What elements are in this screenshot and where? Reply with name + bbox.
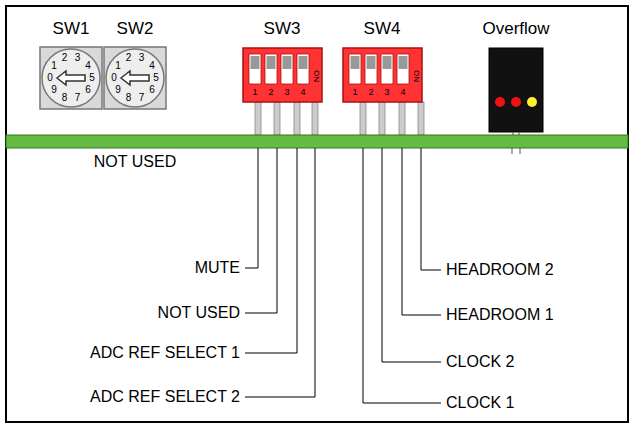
frame (6, 6, 628, 422)
switch-function: ADC REF SELECT 1 (90, 345, 240, 361)
rotary-switch (40, 47, 102, 109)
led-name: Overflow (482, 20, 549, 37)
dial-digit: 0 (47, 73, 53, 83)
overflow-led-block (489, 48, 543, 154)
switch-name: SW3 (264, 20, 301, 37)
dip-switch (343, 48, 422, 102)
dial-digit: 4 (149, 61, 155, 71)
dip-on-mark: ON (412, 70, 420, 82)
switch-function: CLOCK 1 (446, 395, 514, 411)
dip-number: 4 (400, 88, 405, 97)
dial-digit: 2 (126, 53, 132, 63)
dip-number: 2 (268, 88, 273, 97)
dip-number: 3 (284, 88, 289, 97)
dial-digit: 2 (62, 53, 68, 63)
dip-switch (243, 48, 322, 102)
dip-slots (249, 54, 409, 84)
dial-digit: 5 (89, 73, 95, 83)
dial-digit: 9 (51, 85, 57, 95)
leader-lines (245, 148, 441, 403)
switch-pins (255, 102, 424, 135)
dial-digit: 5 (153, 73, 159, 83)
switch-name: SW2 (117, 20, 154, 37)
switch-function: CLOCK 2 (446, 354, 514, 370)
dial-digit: 1 (115, 61, 121, 71)
dip-number: 4 (300, 88, 305, 97)
dial-digit: 4 (85, 61, 91, 71)
dip-number: 1 (252, 88, 257, 97)
switch-function: NOT USED (158, 305, 240, 321)
dip-number: 2 (368, 88, 373, 97)
dial-digit: 8 (126, 93, 132, 103)
dial-digit: 7 (75, 93, 81, 103)
switch-function: MUTE (195, 260, 240, 276)
switch-name: SW1 (53, 20, 90, 37)
dial-digit: 6 (85, 85, 91, 95)
switch-function: HEADROOM 2 (446, 262, 554, 278)
dial-digit: 9 (115, 85, 121, 95)
rotary-switch (104, 47, 166, 109)
switch-function: HEADROOM 1 (446, 307, 554, 323)
dial-digit: 8 (62, 93, 68, 103)
switch-function: ADC REF SELECT 2 (90, 389, 240, 405)
dial-digit: 3 (75, 53, 81, 63)
circuit-board (6, 135, 628, 148)
dial-digit: 0 (111, 73, 117, 83)
dial-digit: 1 (51, 61, 57, 71)
switch-function: NOT USED (94, 154, 176, 170)
dial-digit: 6 (149, 85, 155, 95)
dip-number: 3 (384, 88, 389, 97)
switch-name: SW4 (364, 20, 401, 37)
dial-digit: 7 (139, 93, 145, 103)
dial-digit: 3 (139, 53, 145, 63)
dip-on-mark: ON (312, 70, 320, 82)
dip-number: 1 (352, 88, 357, 97)
